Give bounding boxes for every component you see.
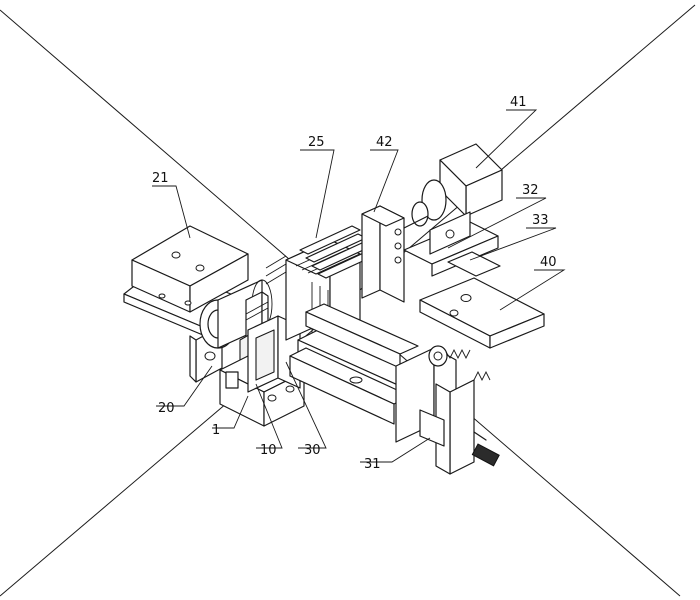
label-42: 42	[376, 135, 393, 150]
label-33: 33	[532, 213, 549, 228]
vertical-plate-42	[361, 205, 405, 303]
right-plate-40	[419, 277, 545, 349]
label-25: 25	[308, 135, 325, 150]
left-block-21	[131, 225, 249, 313]
slide-rail-31	[289, 303, 421, 425]
label-10: 10	[260, 443, 277, 458]
part-labels: 21 25 42 41 32 33 40 20 1 10 30 31	[152, 95, 557, 472]
label-30: 30	[304, 443, 321, 458]
label-40: 40	[540, 255, 557, 270]
label-32: 32	[522, 183, 539, 198]
label-41: 41	[510, 95, 527, 110]
motor-41	[403, 143, 503, 255]
label-20: 20	[158, 401, 175, 416]
label-31: 31	[364, 457, 381, 472]
right-frame-end	[395, 345, 500, 475]
label-21: 21	[152, 171, 169, 186]
leader-lines	[152, 109, 566, 463]
label-1: 1	[212, 423, 220, 438]
